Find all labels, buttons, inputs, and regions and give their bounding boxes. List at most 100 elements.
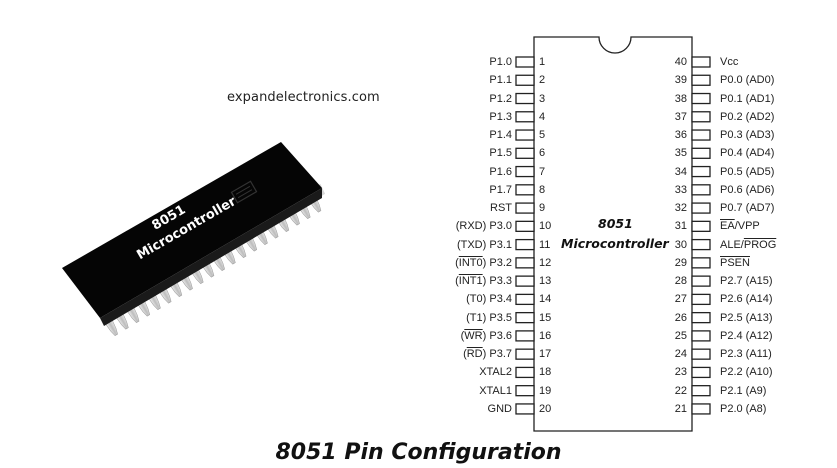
pin-number-23: 23 [674, 366, 687, 379]
pin-label-8: P1.7 [312, 184, 512, 196]
pin-alt-function: (TXD) [456, 238, 490, 251]
left-pin-box [515, 165, 535, 178]
pin-number-28: 28 [674, 275, 687, 288]
pin-number-8: 8 [539, 183, 546, 196]
pin-name: P3.7 [489, 348, 512, 361]
pin-name: P3.5 [489, 311, 512, 324]
pin-label-21: P2.0 (A8) [720, 402, 767, 415]
pin-number-21: 21 [674, 402, 687, 415]
pin-name: P1.0 [489, 56, 512, 68]
pin-label-31: EA/VPP [720, 220, 760, 233]
pin-label-19: XTAL1 [312, 385, 512, 397]
pin-label-40: Vcc [720, 56, 739, 68]
pin-label-16: (WR) P3.6 [312, 330, 512, 342]
pin-label-3: P1.2 [312, 93, 512, 105]
left-pin-box [515, 184, 535, 196]
pin-name: P1.2 [489, 92, 512, 105]
right-pin-box [691, 293, 711, 306]
pin-name: P1.5 [489, 147, 512, 160]
right-pin-box [691, 366, 711, 379]
right-pin-box [691, 348, 711, 360]
pin-label-39: P0.0 (AD0) [720, 74, 775, 87]
right-pin-box [691, 385, 711, 397]
pin-number-27: 27 [674, 293, 687, 306]
pin-alt-function: (INT0) [455, 256, 490, 269]
watermark-text: expandelectronics.com [227, 90, 380, 105]
pin-alt-function: (WR) [460, 329, 490, 342]
right-pin-box [691, 220, 711, 232]
right-pin-box [691, 403, 711, 415]
pin-label-5: P1.4 [312, 129, 512, 141]
pin-number-6: 6 [539, 147, 546, 160]
pin-number-10: 10 [539, 220, 552, 233]
pin-label-10: (RXD) P3.0 [312, 220, 512, 232]
left-pin-box [515, 257, 535, 269]
pin-name: P1.1 [489, 74, 512, 87]
pin-name: RST [490, 202, 512, 215]
left-pin-box [515, 275, 535, 287]
right-pin-box [691, 184, 711, 196]
pin-number-40: 40 [674, 56, 687, 68]
pin-label-37: P0.2 (AD2) [720, 110, 775, 123]
pin-label-12: (INT0) P3.2 [312, 257, 512, 269]
pin-label-17: (RD) P3.7 [312, 348, 512, 360]
pin-label-24: P2.3 (A11) [720, 348, 772, 361]
chip-logo-icon [230, 180, 258, 204]
pin-name: P3.2 [489, 256, 512, 269]
pin-label-30: ALE/PROG [720, 238, 777, 251]
pin-number-13: 13 [539, 275, 552, 288]
right-pin-box [691, 56, 711, 68]
pin-number-3: 3 [539, 92, 546, 105]
right-pin-box [691, 311, 711, 324]
pin-label-23: P2.2 (A10) [720, 366, 773, 379]
left-pin-box [515, 238, 535, 251]
pin-number-14: 14 [539, 293, 552, 306]
left-pin-box [515, 129, 535, 141]
pin-label-35: P0.4 (AD4) [720, 147, 775, 160]
pin-number-22: 22 [674, 384, 687, 397]
pin-number-20: 20 [539, 402, 552, 415]
pin-boxes [515, 56, 711, 415]
pin-name: P3.1 [489, 238, 512, 251]
left-pin-box [515, 202, 535, 214]
pin-label-38: P0.1 (AD1) [720, 92, 775, 105]
pin-name: P3.3 [489, 275, 512, 288]
pin-number-15: 15 [539, 311, 552, 324]
pin-label-15: (T1) P3.5 [312, 312, 512, 324]
pin-label-6: P1.5 [312, 147, 512, 159]
pin-label-34: P0.5 (AD5) [720, 165, 775, 178]
pin-name: GND [487, 402, 512, 415]
pin-number-32: 32 [674, 202, 687, 215]
pin-number-31: 31 [674, 220, 687, 233]
right-pin-box [691, 92, 711, 105]
pin-label-13: (INT1) P3.3 [312, 275, 512, 287]
right-pin-box [691, 238, 711, 251]
left-pin-box [515, 111, 535, 123]
chip-photo: 8051 Microcontroller [62, 142, 326, 336]
pin-number-30: 30 [674, 238, 687, 251]
pin-label-7: P1.6 [312, 166, 512, 178]
pin-number-25: 25 [674, 329, 687, 342]
pin-number-24: 24 [674, 348, 687, 361]
pin-name: P1.4 [489, 129, 512, 142]
pin-number-36: 36 [674, 129, 687, 142]
right-pin-box [691, 74, 711, 86]
pin-name: P1.6 [489, 165, 512, 178]
left-pin-box [515, 56, 535, 68]
right-pin-box [691, 257, 711, 269]
chip-body [62, 142, 322, 318]
pin-label-26: P2.5 (A13) [720, 311, 773, 324]
pin-label-29: PSEN [720, 256, 750, 269]
pin-number-29: 29 [674, 256, 687, 269]
pin-label-1: P1.0 [312, 56, 512, 68]
pin-label-4: P1.3 [312, 111, 512, 123]
pin-label-28: P2.7 (A15) [720, 275, 773, 288]
pin-number-7: 7 [539, 165, 546, 178]
ic-title-line2: Microcontroller [561, 236, 669, 251]
pin-number-1: 1 [539, 56, 546, 68]
pin-alt-function: (T1) [466, 311, 490, 324]
left-pin-box [515, 366, 535, 379]
pin-number-9: 9 [539, 202, 546, 215]
pin-number-16: 16 [539, 329, 552, 342]
